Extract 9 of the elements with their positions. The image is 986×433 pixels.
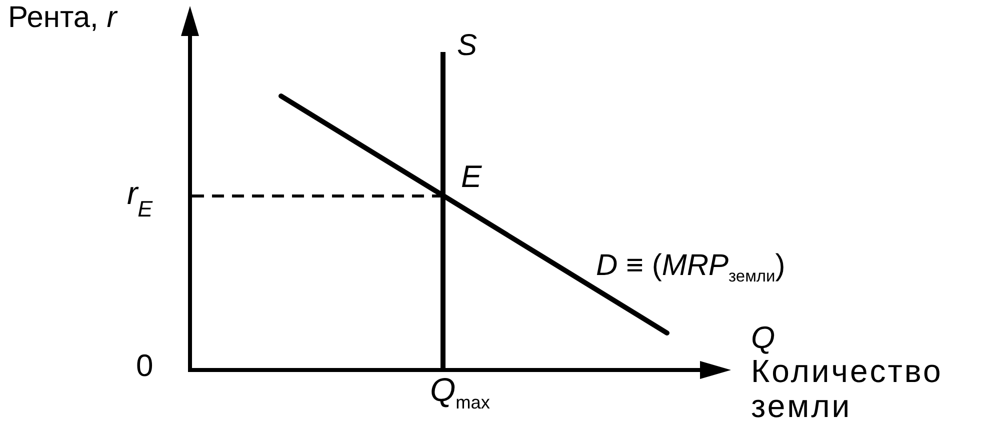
point-label: E <box>461 160 482 194</box>
axis-title: Количество земли <box>751 354 944 424</box>
axis-label: Q <box>751 321 776 356</box>
tick-label: Q$_{max}$ <box>430 372 490 412</box>
tick-label: r$_{E}$ <box>127 176 153 224</box>
axis-title: Рента, r <box>8 1 117 34</box>
curve-label: S <box>457 29 478 62</box>
curve-label: D ≡ (MRP$_{земли}$) <box>596 249 786 286</box>
tick-label: 0 <box>136 349 154 384</box>
